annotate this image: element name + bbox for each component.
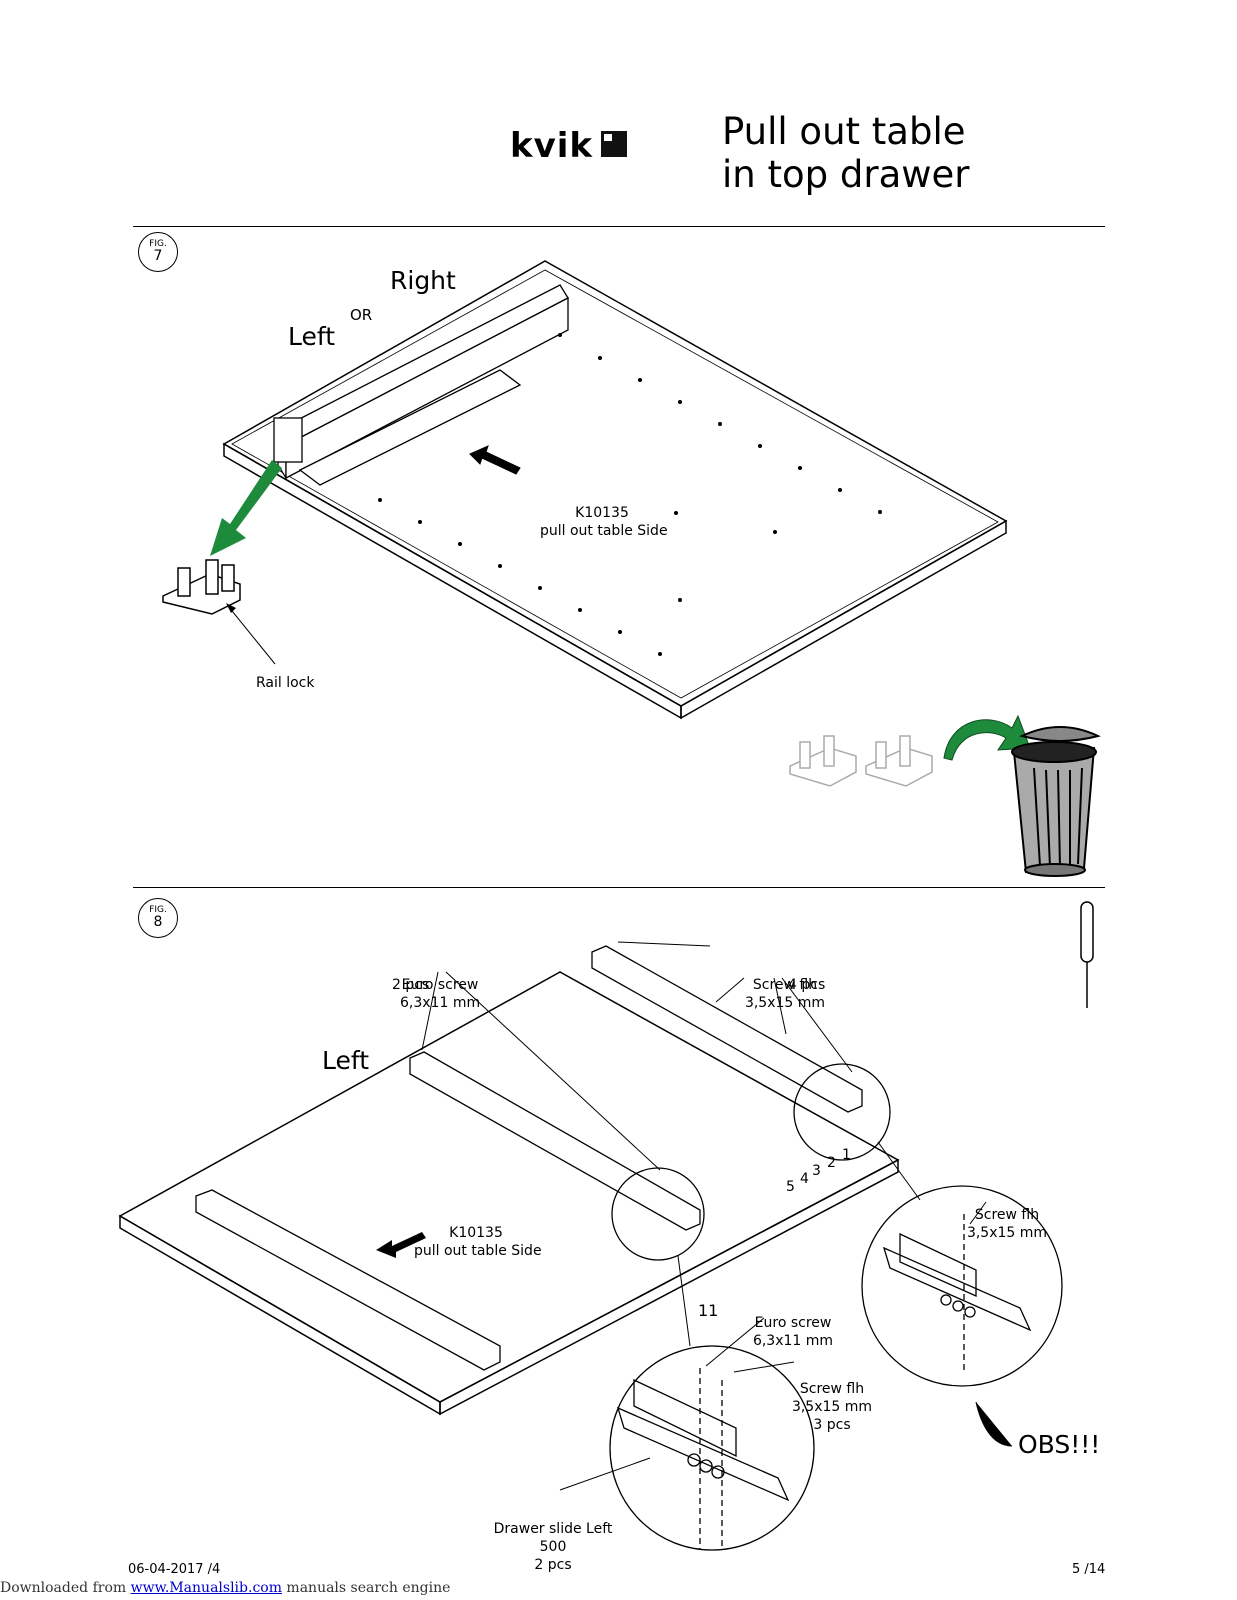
fig8-number-3: 3 [812,1163,821,1179]
rail-lock-icon [162,559,241,615]
detail-rail-right [882,1214,1032,1370]
download-prefix: Downloaded from [0,1580,127,1596]
fig8-number-4: 4 [800,1171,809,1187]
title-line-1: Pull out table [722,110,966,153]
fig7-or-label: OR [350,306,373,324]
fig8-arrow-up-icon [376,1232,426,1258]
fig8-number-11: 11 [698,1301,719,1320]
screwdriver-icon [1080,901,1094,1008]
divider-middle [133,887,1105,888]
footer-page-number: 5 /14 [1072,1562,1106,1577]
fig8-leader-lines [421,941,1013,1491]
fig7-holes [378,333,882,656]
fig7-up-arrow [469,445,521,475]
fig7-badge: FIG.7 [138,232,178,272]
fig7-right-label: Right [390,266,456,295]
divider-top [133,226,1105,227]
manualslib-link[interactable]: www.Manualslib.com [130,1580,282,1596]
footer-date: 06-04-2017 /4 [128,1562,221,1577]
obs-warning-label: OBS!!! [1018,1430,1101,1459]
discarded-rail-locks-icon [789,735,933,787]
kvik-logo-mark [601,131,627,157]
fig7-board [222,260,1008,720]
fig8-board [118,971,900,1416]
kvik-logo-text: kvik [510,126,594,166]
page-title: Pull out table in top drawer [722,110,970,196]
fig8-screw-qty: 4 pcs [788,977,826,993]
fig8-number-2: 2 [827,1155,836,1171]
green-arrow-icon [210,460,282,556]
fig8-euro-qty: 2 pcs [392,977,430,993]
fig8-number-5: 5 [786,1179,795,1195]
download-credit: Downloaded from www.Manualslib.com manua… [0,1580,450,1596]
trash-can-icon [1011,726,1101,877]
fig8-number-1: 1 [842,1147,851,1163]
rail-lock-label: Rail lock [256,675,315,691]
detail-connectors [677,1141,921,1347]
fig8-left-label: Left [322,1046,370,1075]
fig8-badge: FIG.8 [138,898,178,938]
fig7-left-label: Left [288,322,336,351]
download-tagline: manuals search engine [281,1580,451,1596]
detail-rail-left [616,1368,790,1550]
trash-arrow-icon [943,714,1031,761]
title-line-2: in top drawer [722,153,970,196]
fig7-rail [273,284,569,486]
fig8-detail-circles [609,1063,1063,1551]
fig8-drawer-sides [195,945,863,1371]
